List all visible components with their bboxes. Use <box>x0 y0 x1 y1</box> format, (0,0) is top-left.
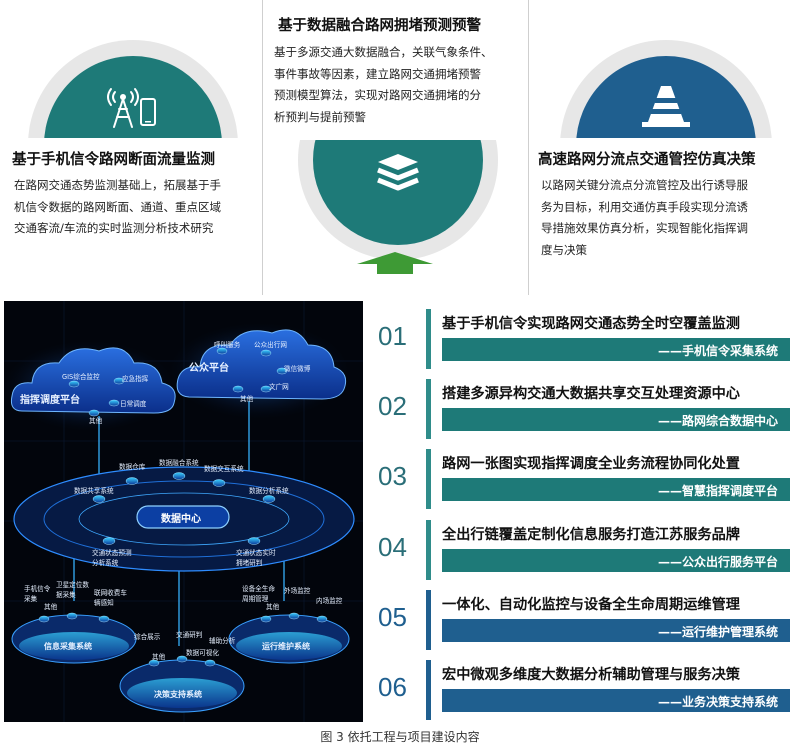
accent-bar <box>426 590 431 650</box>
diagram-label: 内场监控 <box>316 597 343 605</box>
top-left-desc: 在路网交通态势监测基础上，拓展基于手 机信令数据的路网断面、通道、重点区域 交通… <box>14 178 221 235</box>
diagram-label: 其他 <box>152 653 166 661</box>
diagram-label: 交通研判 <box>176 631 203 639</box>
accent-bar <box>426 379 431 439</box>
data-center-label: 数据中心 <box>161 514 201 525</box>
diagram-label: 数据分析系统 <box>249 487 289 495</box>
diagram-label: 应急指挥 <box>122 375 149 383</box>
item-subtitle: ——公众出行服务平台 <box>657 555 778 569</box>
item-title: 一体化、自动化监控与设备全生命周期运维管理 <box>442 597 740 613</box>
diagram-label: 微信微博 <box>284 365 311 373</box>
cloud-left <box>4 341 176 431</box>
cloud-right-title: 公众平台 <box>189 363 229 374</box>
top-right-desc: 以路网关键分流点分流管控及出行诱导服 务为目标，利用交通仿真手段实现分流诱 导措… <box>541 178 748 257</box>
top-right-title: 高速路网分流点交通管控仿真决策 <box>538 152 756 168</box>
bottom-platforms <box>11 614 350 713</box>
architecture-diagram: 指挥调度平台 GIS综合监控 应急指挥 日常调度 其他 公众平台 呼叫服务 公众… <box>4 301 363 722</box>
diagram-label: 辅助分析 <box>209 637 236 645</box>
data-center-platform <box>13 466 355 572</box>
list-item: 03 路网一张图实现指挥调度全业务流程协同化处置 ——智慧指挥调度平台 <box>370 449 795 511</box>
item-subtitle: ——手机信令采集系统 <box>657 344 778 358</box>
accent-bar <box>426 449 431 509</box>
diagram-label: 数据融合系统 <box>159 459 199 467</box>
item-subbar: ——智慧指挥调度平台 <box>442 478 790 501</box>
diagram-label: 卫星定位数据采集 <box>56 581 89 599</box>
diagram-label: 数据可视化 <box>186 649 219 657</box>
list-item: 04 全出行链覆盖定制化信息服务打造江苏服务品牌 ——公众出行服务平台 <box>370 520 795 582</box>
item-subbar: ——公众出行服务平台 <box>442 549 790 572</box>
cell-tower-phone-icon <box>103 83 161 133</box>
top-left-title: 基于手机信令路网断面流量监测 <box>12 152 215 168</box>
diagram-label: 文广网 <box>269 383 289 391</box>
item-number: 02 <box>378 391 407 421</box>
item-subtitle: ——运行维护管理系统 <box>657 625 778 639</box>
diagram-label: 数据共享系统 <box>74 487 114 495</box>
item-title: 基于手机信令实现路网交通态势全时空覆盖监测 <box>442 316 740 332</box>
layers-stack-icon <box>375 152 421 198</box>
list-item: 01 基于手机信令实现路网交通态势全时空覆盖监测 ——手机信令采集系统 <box>370 309 795 371</box>
divider <box>528 0 529 295</box>
diagram-label: 日常调度 <box>120 400 147 408</box>
item-subtitle: ——路网综合数据中心 <box>657 414 778 428</box>
diagram-label: 交通状态预测分析系统 <box>92 549 132 567</box>
item-title: 路网一张图实现指挥调度全业务流程协同化处置 <box>442 456 740 472</box>
diagram-label: 其他 <box>240 395 254 403</box>
item-subtitle: ——智慧指挥调度平台 <box>657 484 778 498</box>
diagram-label: 设备全生命周期管理 <box>242 585 275 603</box>
item-title: 搭建多源异构交通大数据共享交互处理资源中心 <box>442 386 740 402</box>
list-item: 06 宏中微观多维度大数据分析辅助管理与服务决策 ——业务决策支持系统 <box>370 660 795 722</box>
bottom-left-title: 信息采集系统 <box>44 642 92 651</box>
diagram-label: GIS综合监控 <box>62 373 100 381</box>
accent-bar <box>426 520 431 580</box>
figure-caption: 图 3 依托工程与项目建设内容 <box>320 730 480 744</box>
cloud-right <box>169 323 349 419</box>
item-subtitle: ——业务决策支持系统 <box>657 695 778 709</box>
item-number: 06 <box>378 672 407 702</box>
item-title: 全出行链覆盖定制化信息服务打造江苏服务品牌 <box>442 527 740 543</box>
bottom-right-title: 运行维护系统 <box>262 642 310 651</box>
divider <box>262 0 263 295</box>
item-number: 01 <box>378 321 407 351</box>
top-center-title: 基于数据融合路网拥堵预测预警 <box>278 18 481 34</box>
diagram-label: 其他 <box>44 603 58 611</box>
traffic-cone-icon <box>640 84 692 132</box>
up-arrow-icon <box>355 252 435 274</box>
item-number: 03 <box>378 461 407 491</box>
list-item: 02 搭建多源异构交通大数据共享交互处理资源中心 ——路网综合数据中心 <box>370 379 795 441</box>
diagram-label: 其他 <box>266 603 280 611</box>
item-subbar: ——业务决策支持系统 <box>442 689 790 712</box>
accent-bar <box>426 660 431 720</box>
diagram-label: 手机信令采集 <box>24 585 51 603</box>
item-subbar: ——运行维护管理系统 <box>442 619 790 642</box>
diagram-label: 交通状态实时拥堵研判 <box>236 549 276 567</box>
accent-bar <box>426 309 431 369</box>
diagram-label: 其他 <box>89 417 103 425</box>
bottom-center-title: 决策支持系统 <box>154 690 202 699</box>
diagram-label: 数据交互系统 <box>204 465 244 473</box>
list-item: 05 一体化、自动化监控与设备全生命周期运维管理 ——运行维护管理系统 <box>370 590 795 652</box>
item-number: 04 <box>378 532 407 562</box>
diagram-label: 联网收费车辆感知 <box>94 589 127 607</box>
diagram-label: 综合展示 <box>134 633 161 641</box>
top-center-desc: 基于多源交通大数据融合，关联气象条件、 事件事故等因素，建立路网交通拥堵预警 预… <box>274 45 493 124</box>
cloud-left-title: 指挥调度平台 <box>20 395 80 406</box>
diagram-label: 呼叫服务 <box>214 341 241 349</box>
item-subbar: ——路网综合数据中心 <box>442 408 790 431</box>
item-number: 05 <box>378 602 407 632</box>
diagram-label: 公众出行网 <box>254 341 287 349</box>
item-title: 宏中微观多维度大数据分析辅助管理与服务决策 <box>442 667 740 683</box>
item-subbar: ——手机信令采集系统 <box>442 338 790 361</box>
diagram-label: 数据仓库 <box>119 463 146 471</box>
diagram-label: 外场监控 <box>284 587 311 595</box>
